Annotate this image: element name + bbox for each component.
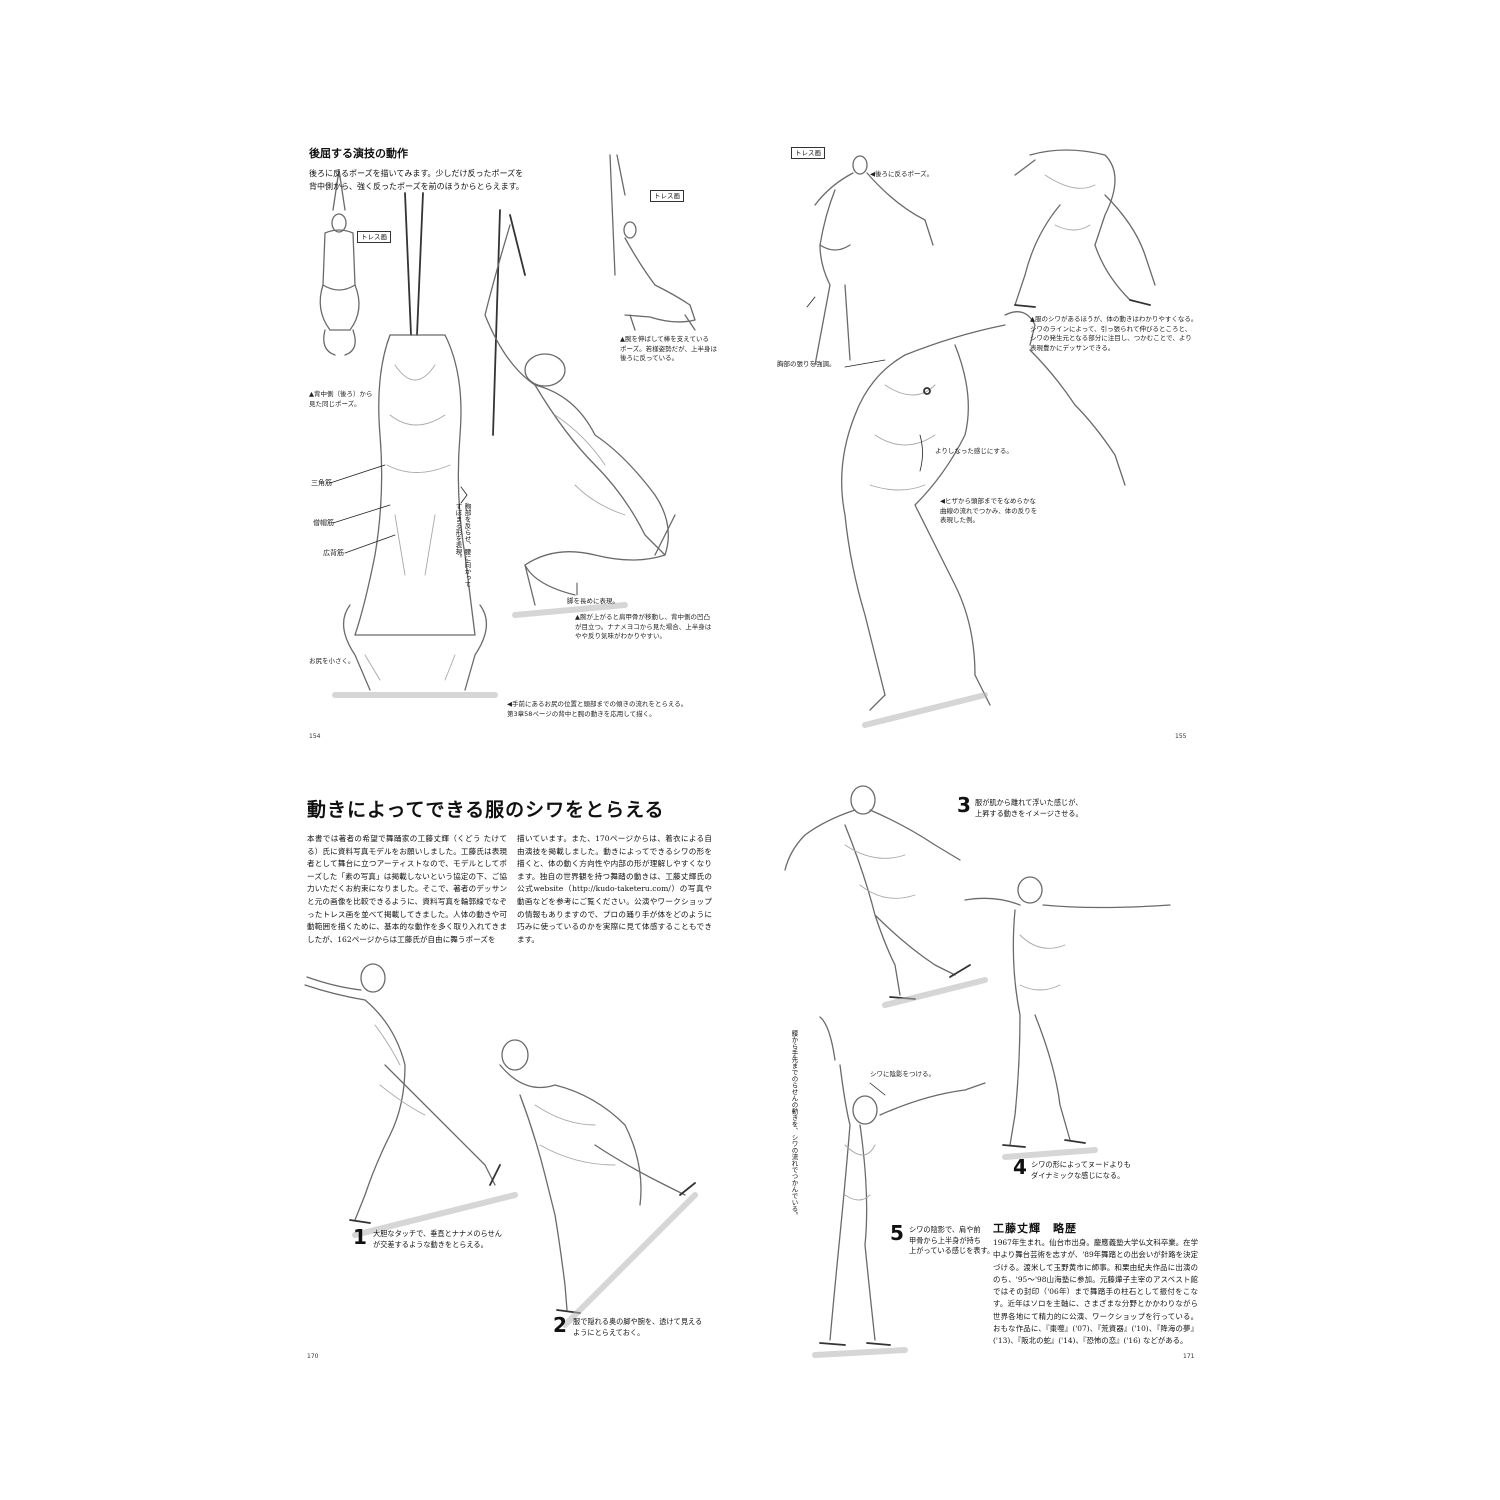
page-170: 動きによってできる服のシワをとらえる 本書では著者の希望で舞踊家の工藤丈輝（くど… bbox=[295, 765, 760, 1365]
page-number-154: 154 bbox=[309, 733, 321, 740]
trace-figure-kneeling-small bbox=[609, 154, 696, 331]
page-171: 3 服が肌から離れて浮いた感じが、 上昇する動きをイメージさせる。 シワに陰影を… bbox=[775, 765, 1210, 1365]
caption-hip: お尻を小さく。 bbox=[309, 657, 355, 665]
section-heading-backbend: 後屈する演技の動作 bbox=[309, 147, 408, 160]
vertical-note-chest: 胸部を反らせ、腰に向かって すぼまる形を表現。 bbox=[454, 503, 471, 588]
trace-tag-2: トレス画 bbox=[650, 190, 684, 202]
clothed-figure-bending bbox=[1014, 149, 1156, 308]
trace-figure-back-small bbox=[319, 169, 360, 356]
dancer-figure-2 bbox=[499, 1039, 698, 1328]
caption-hip-tilt: ◀手前にあるお尻の位置と頭部までの傾きの流れをとらえる。 第3章58ページの背中… bbox=[507, 700, 688, 718]
caption-wrinkle: ▲服のシワがあるほうが、体の動きはわかりやすくなる。 シワのラインによって、引っ… bbox=[1030, 315, 1198, 352]
step-text-1: 大胆なタッチで、垂直とナナメのらせん が交差するような動きをとらえる。 bbox=[373, 1229, 502, 1249]
body-text-col2: 描いています。また、170ページからは、着衣による自由演技を掲載しました。動きに… bbox=[517, 834, 712, 944]
muscle-label-trapezius: 僧帽筋 bbox=[313, 519, 334, 527]
backbend-sketches-154 bbox=[319, 154, 696, 698]
clothed-dancer-sketches-171 bbox=[784, 785, 1171, 1358]
backbend-sketches-155 bbox=[806, 149, 1156, 728]
trace-figure-leaning bbox=[814, 155, 934, 366]
caption-kneeling-pose: ▲腕を伸ばして棒を支えている ポーズ。若様姿勢だが、上半身は 後ろに反っている。 bbox=[620, 335, 718, 362]
arched-back-figure bbox=[841, 311, 1126, 728]
top-spread: 後屈する演技の動作 後ろに反るポーズを描いてみます。少しだけ反ったポーズを 背中… bbox=[295, 135, 1205, 745]
page-number-170: 170 bbox=[307, 1353, 319, 1360]
caption-twist: よりしなった感じにする。 bbox=[935, 447, 1013, 455]
caption-lean-back: ◀後ろに反るポーズ。 bbox=[870, 170, 934, 178]
page-154: 後屈する演技の動作 後ろに反るポーズを描いてみます。少しだけ反ったポーズを 背中… bbox=[295, 135, 750, 745]
dancer-figure-1 bbox=[304, 963, 518, 1238]
caption-leg: 脚を長めに表現。 bbox=[567, 597, 619, 605]
dancer-figure-5 bbox=[812, 1016, 986, 1358]
bottom-spread: 動きによってできる服のシワをとらえる 本書では著者の希望で舞踊家の工藤丈輝（くど… bbox=[295, 765, 1210, 1365]
kneeling-side-figure bbox=[484, 209, 676, 618]
step-number-2: 2 bbox=[553, 1313, 567, 1337]
caption-shoulder-blade: ▲腕が上がると肩甲骨が移動し、背中側の凹凸 が目立つ。ナナメヨコから見た場合、上… bbox=[575, 613, 712, 640]
step-number-4: 4 bbox=[1013, 1155, 1027, 1179]
page-number-171: 171 bbox=[1183, 1353, 1195, 1360]
page-155: トレス画 ◀後ろに反るポーズ。 ▲服のシワがあるほうが、体の動きはわかりやすくな… bbox=[775, 135, 1205, 745]
trace-tag-1: トレス画 bbox=[357, 231, 391, 243]
page-number-155: 155 bbox=[1175, 733, 1187, 740]
caption-shade-wrinkle: シワに陰影をつける。 bbox=[870, 1070, 935, 1078]
step-number-1: 1 bbox=[353, 1225, 367, 1249]
body-text-col1: 本書では著者の希望で舞踊家の工藤丈輝（くどう たけてる）氏に資料写真モデルをお願… bbox=[307, 834, 507, 944]
bio-title: 工藤丈輝 略歴 bbox=[993, 1222, 1077, 1235]
kneeling-back-figure bbox=[332, 192, 498, 698]
section-heading-wrinkles: 動きによってできる服のシワをとらえる bbox=[307, 799, 665, 821]
bio-text: 1967年生まれ。仙台市出身。慶應義塾大学仏文科卒業。在学中より舞台芸術を志すが… bbox=[993, 1238, 1198, 1346]
step-text-3: 服が肌から離れて浮いた感じが、 上昇する動きをイメージさせる。 bbox=[975, 798, 1083, 818]
muscle-label-latissimus: 広背筋 bbox=[323, 549, 344, 557]
step-number-3: 3 bbox=[957, 793, 971, 817]
dancer-figure-4 bbox=[964, 876, 1171, 1160]
caption-back-view: ▲背中側（後ろ）から 見た同じポーズ。 bbox=[309, 390, 373, 408]
vertical-note-spiral: 腰から手先までのらせんの動きを、シワの流れでつかんでいる。 bbox=[790, 1030, 798, 1219]
section-intro-backbend: 後ろに反るポーズを描いてみます。少しだけ反ったポーズを 背中側から、強く反ったポ… bbox=[309, 169, 524, 191]
trace-tag-155: トレス画 bbox=[791, 147, 825, 159]
step-text-2: 服で隠れる奥の脚や腕を、透けて見える ようにとらえておく。 bbox=[573, 1317, 703, 1337]
caption-chest: 胸部の張りを強調。 bbox=[777, 360, 836, 368]
step-number-5: 5 bbox=[890, 1221, 904, 1245]
clothed-dancer-sketches-170 bbox=[304, 963, 698, 1328]
dancer-figure-3 bbox=[784, 785, 988, 1008]
step-text-4: シワの形によってヌードよりも ダイナミックな感じになる。 bbox=[1031, 1160, 1131, 1180]
step-text-5: シワの陰影で、肩や前 甲骨から上半身が持ち 上がっている感じを表す。 bbox=[909, 1225, 995, 1255]
caption-knee-head: ◀ヒザから頭部までをなめらかな 曲線の流れでつかみ、体の反りを 表現した例。 bbox=[940, 497, 1038, 524]
muscle-label-deltoid: 三角筋 bbox=[311, 479, 332, 487]
